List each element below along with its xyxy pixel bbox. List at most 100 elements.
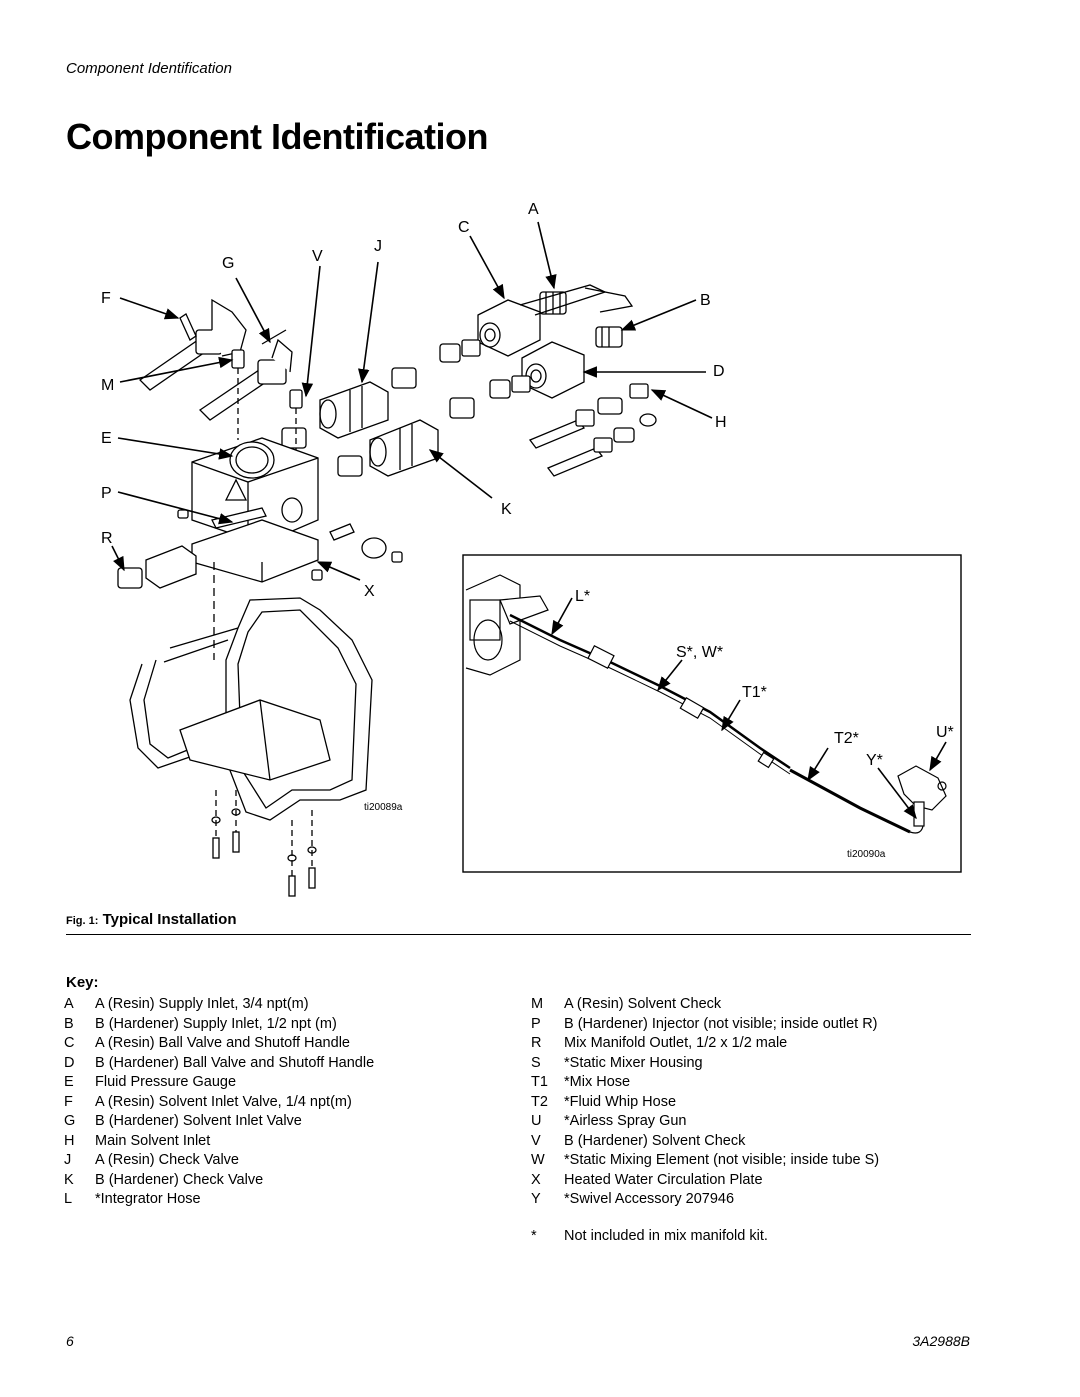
key-letter: B	[64, 1015, 74, 1032]
callout-k: K	[501, 501, 512, 518]
figure-caption-text: Typical Installation	[102, 911, 237, 928]
key-item: R Mix Manifold Outlet, 1/2 x 1/2 male	[531, 1034, 879, 1054]
key-letter: S	[531, 1054, 541, 1071]
key-item: S *Static Mixer Housing	[531, 1054, 879, 1074]
key-item: E Fluid Pressure Gauge	[64, 1073, 374, 1093]
key-list-right: M A (Resin) Solvent Check P B (Hardener) I…	[531, 995, 879, 1210]
inset-box	[462, 554, 962, 873]
page-number: 6	[66, 1333, 74, 1349]
key-item: X Heated Water Circulation Plate	[531, 1171, 879, 1191]
key-item: W *Static Mixing Element (not visible; in…	[531, 1151, 879, 1171]
key-item: J A (Resin) Check Valve	[64, 1151, 374, 1171]
callout-t2: T2*	[834, 730, 859, 747]
key-item: G B (Hardener) Solvent Inlet Valve	[64, 1112, 374, 1132]
leader-lines	[111, 221, 947, 820]
key-letter: F	[64, 1093, 73, 1110]
key-letter: G	[64, 1113, 76, 1129]
key-description: *Fluid Whip Hose	[564, 1093, 677, 1110]
callout-y: Y*	[866, 752, 883, 769]
callout-t1: T1*	[742, 684, 767, 701]
callout-u: U*	[936, 724, 954, 741]
key-letter: M	[531, 996, 544, 1012]
key-letter: T1	[531, 1074, 548, 1090]
callout-d: D	[713, 363, 725, 380]
callout-e: E	[101, 430, 112, 447]
callout-b: B	[700, 292, 711, 309]
key-letter: H	[64, 1132, 75, 1149]
key-description: Heated Water Circulation Plate	[564, 1171, 763, 1188]
key-letter: Y	[531, 1191, 541, 1207]
key-description: *Swivel Accessory 207946	[564, 1191, 735, 1207]
key-description: Main Solvent Inlet	[95, 1132, 211, 1149]
figure-tag-left: ti20089a	[364, 802, 403, 813]
key-description: B (Hardener) Ball Valve and Shutoff Hand…	[95, 1054, 375, 1071]
page-title: Component Identification	[66, 116, 488, 157]
key-item: C A (Resin) Ball Valve and Shutoff Handle	[64, 1034, 374, 1054]
callout-m: M	[101, 377, 114, 394]
key-letter: L	[64, 1191, 73, 1207]
key-item: K B (Hardener) Check Valve	[64, 1171, 374, 1191]
callout-a: A	[528, 201, 539, 218]
key-description: A (Resin) Check Valve	[95, 1152, 239, 1168]
callout-l: L*	[575, 588, 590, 605]
key-letter: A	[64, 996, 74, 1012]
key-description: A (Resin) Ball Valve and Shutoff Handle	[95, 1035, 350, 1051]
key-item: B B (Hardener) Supply Inlet, 1/2 npt (m)	[64, 1015, 374, 1035]
key-description: B (Hardener) Supply Inlet, 1/2 npt (m)	[95, 1015, 337, 1032]
key-item: U*Airless Spray Gun	[531, 1112, 879, 1132]
running-head: Component Identification	[66, 60, 232, 77]
callout-f: F	[101, 290, 111, 307]
key-description: *Static Mixer Housing	[564, 1054, 703, 1071]
key-description: A (Resin) Supply Inlet, 3/4 npt(m)	[95, 996, 309, 1012]
figure-typical-installation: A C B D H J V G F M E P R K X L* S*, W* …	[101, 201, 962, 897]
caption-rule	[66, 934, 971, 935]
footnote: * Not included in mix manifold kit.	[531, 1228, 768, 1244]
key-letter: V	[531, 1132, 541, 1149]
key-heading: Key:	[66, 974, 99, 991]
key-item: H Main Solvent Inlet	[64, 1132, 374, 1152]
callout-c: C	[458, 219, 470, 236]
key-description: Mix Manifold Outlet, 1/2 x 1/2 male	[564, 1035, 788, 1051]
key-description: A (Resin) Solvent Check	[564, 996, 722, 1012]
key-description: B (Hardener) Solvent Check	[564, 1132, 746, 1149]
key-item: L *Integrator Hose	[64, 1190, 374, 1210]
key-letter: R	[531, 1035, 542, 1051]
key-item: P B (Hardener) Injector (not visible; ins…	[531, 1015, 879, 1035]
key-description: A (Resin) Solvent Inlet Valve, 1/4 npt(m…	[95, 1093, 352, 1110]
figure-caption: Fig. 1: Typical Installation	[66, 911, 236, 928]
callout-s-w: S*, W*	[676, 644, 723, 661]
key-description: *Integrator Hose	[95, 1191, 201, 1207]
exploded-view-drawing: A C B D H J V G F M E P R K X L* S*, W* …	[101, 201, 962, 897]
key-letter: X	[531, 1171, 541, 1188]
key-letter: W	[531, 1152, 545, 1168]
key-item: F A (Resin) Solvent Inlet Valve, 1/4 npt(…	[64, 1093, 374, 1113]
document-number: 3A2988B	[912, 1333, 970, 1349]
key-description: B (Hardener) Check Valve	[95, 1171, 264, 1188]
key-description: Fluid Pressure Gauge	[95, 1074, 237, 1090]
footnote-text: Not included in mix manifold kit.	[564, 1228, 768, 1244]
key-description: B (Hardener) Injector (not visible; insi…	[564, 1015, 878, 1032]
figure-tag-right: ti20090a	[847, 849, 886, 860]
figure-caption-prefix: Fig. 1:	[66, 915, 99, 927]
key-letter: E	[64, 1074, 74, 1090]
callout-g: G	[222, 255, 234, 272]
key-description: *Airless Spray Gun	[564, 1113, 687, 1129]
footnote-mark: *	[531, 1228, 537, 1244]
key-item: A A (Resin) Supply Inlet, 3/4 npt(m)	[64, 995, 374, 1015]
key-item: T2*Fluid Whip Hose	[531, 1093, 879, 1113]
hose-and-gun-drawing	[465, 574, 947, 834]
key-item: V B (Hardener) Solvent Check	[531, 1132, 879, 1152]
key-item: Y *Swivel Accessory 207946	[531, 1190, 879, 1210]
key-letter: P	[531, 1015, 541, 1032]
callout-p: P	[101, 485, 112, 502]
callout-x: X	[364, 583, 375, 600]
callout-j: J	[374, 238, 382, 255]
key-letter: J	[64, 1152, 72, 1168]
key-letter: C	[64, 1035, 75, 1051]
key-description: B (Hardener) Solvent Inlet Valve	[95, 1113, 302, 1129]
callout-v: V	[312, 248, 323, 265]
key-description: *Static Mixing Element (not visible; ins…	[564, 1152, 880, 1168]
key-letter: D	[64, 1054, 75, 1071]
key-letter: K	[64, 1171, 74, 1188]
callout-r: R	[101, 530, 113, 547]
